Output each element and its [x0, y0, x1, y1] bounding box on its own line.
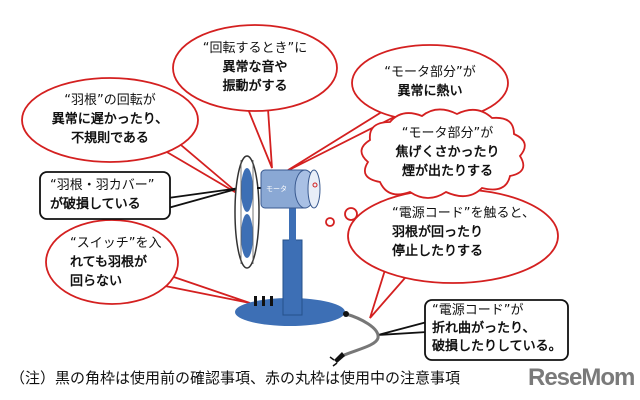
callout-switch: “スイッチ”を入 れても羽根が 回らない	[70, 234, 161, 291]
callout-line: “羽根・羽カバー”	[50, 178, 155, 193]
fan-pole-lower	[282, 239, 303, 316]
callout-line: 不規則である	[71, 131, 149, 146]
callout-blade-damaged-tail	[167, 187, 241, 209]
callout-line: “羽根”の回転が	[64, 93, 156, 108]
callout-blade-damaged-box	[39, 171, 171, 220]
power-cord	[341, 312, 380, 358]
callout-rotation-noise-bubble	[172, 24, 338, 112]
fan-blade	[241, 214, 253, 258]
callout-line: 停止したりする	[392, 244, 484, 259]
callout-line: “回転するとき”に	[202, 41, 308, 56]
callout-line: 焦げくさかったり	[395, 145, 500, 160]
motor-end	[307, 169, 321, 209]
callout-motor-smell: “モータ部分”が 焦げくさかったり 煙が出たりする	[385, 124, 510, 181]
callout-line: 煙が出たりする	[401, 164, 493, 179]
callout-rotation-noise: “回転するとき”に 異常な音や 振動がする	[195, 39, 315, 96]
resemom-logo: ReseMom	[528, 364, 635, 391]
callout-line: “電源コード”が	[432, 303, 524, 318]
callout-line: 異常な音や	[222, 60, 288, 75]
thought-bubble-dot	[325, 217, 335, 227]
callout-motor-hot: “モータ部分”が 異常に熱い	[370, 63, 490, 101]
callout-line: “モータ部分”が	[384, 65, 476, 80]
power-plug	[334, 352, 345, 363]
callout-line: 折れ曲がったり、	[432, 321, 536, 336]
switch-button	[262, 296, 265, 306]
callout-line: 回らない	[70, 274, 123, 289]
callout-line: れても羽根が	[70, 255, 147, 270]
callout-line: 異常に遅かったり、	[51, 112, 169, 127]
fan-blade	[241, 168, 253, 212]
callout-line: 破損したりしている。	[432, 339, 562, 354]
callout-line: “スイッチ”を入	[70, 236, 162, 251]
footnote: （注）黒の角枠は使用前の確認事項、赤の丸枠は使用中の注意事項	[10, 369, 461, 387]
callout-switch-bubble	[45, 219, 179, 305]
thought-bubble-dot	[344, 207, 358, 221]
callout-blade-slow-bubble	[21, 77, 199, 163]
callout-line: が破損している	[50, 197, 141, 212]
callout-line: “モータ部分”が	[401, 126, 494, 141]
callout-cord-bent-tail	[377, 321, 428, 336]
thought-cloud	[360, 108, 526, 199]
switch-button	[254, 296, 257, 306]
callout-cord-bent: “電源コード”が 折れ曲がったり、 破損したりしている。	[432, 302, 562, 356]
callout-line: “電源コード”を触ると、	[392, 206, 535, 221]
callout-blade-damaged: “羽根・羽カバー” が破損している	[50, 176, 154, 214]
callout-line: 振動がする	[222, 79, 288, 94]
callout-blade-slow: “羽根”の回転が 異常に遅かったり、 不規則である	[40, 91, 180, 148]
fan-pole-neck	[289, 205, 296, 241]
callout-cord-bent-box	[424, 299, 569, 361]
motor-label: モータ	[266, 185, 287, 193]
callout-cord-touch: “電源コード”を触ると、 羽根が回ったり 停止したりする	[392, 204, 535, 261]
callout-line: 羽根が回ったり	[392, 225, 484, 240]
electric-fan	[234, 155, 380, 367]
switch-button	[270, 296, 273, 306]
callout-line: 異常に熱い	[397, 84, 463, 99]
